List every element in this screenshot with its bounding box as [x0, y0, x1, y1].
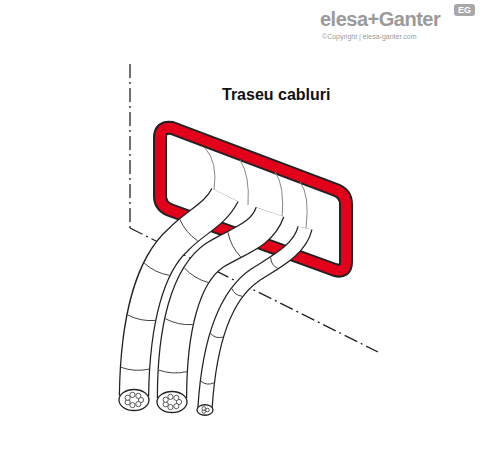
logo-badge: EG: [454, 4, 475, 16]
copyright-note: ©Copyright | elesa-ganter.com: [322, 33, 417, 40]
logo-text: elesa+Ganter: [320, 8, 440, 31]
title: Traseu cabluri: [222, 86, 331, 104]
cables: [119, 195, 305, 415]
cable: [119, 195, 225, 411]
